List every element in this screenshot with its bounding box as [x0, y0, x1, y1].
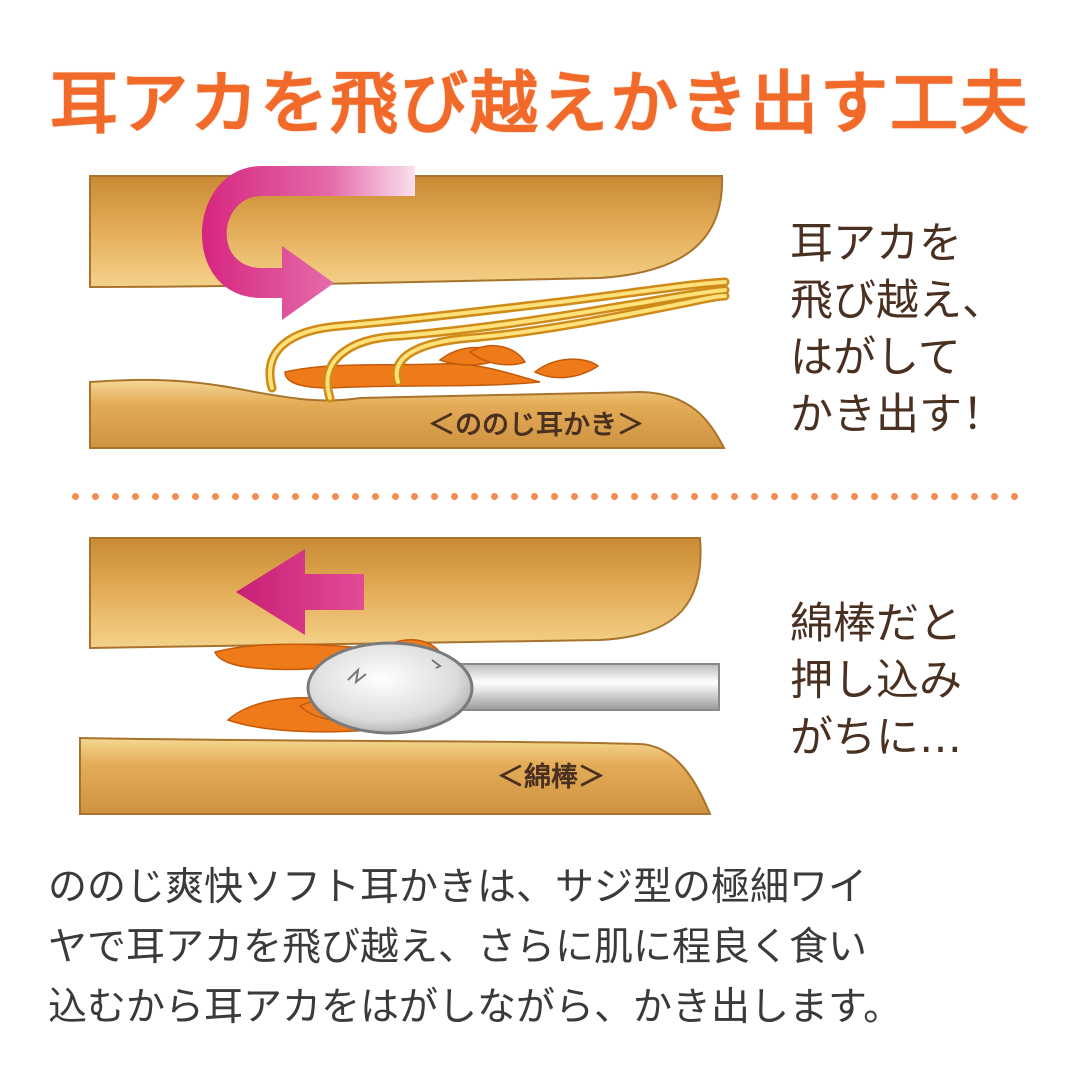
nonoji-tool-label: ＜ののじ耳かき＞ — [428, 410, 644, 441]
divider-dot — [890, 492, 898, 500]
divider-dot — [810, 492, 818, 500]
divider-dot — [531, 492, 539, 500]
divider-dot — [930, 492, 938, 500]
upper-canal-wall — [89, 537, 702, 650]
divider-dot — [870, 492, 878, 500]
divider-dot — [830, 492, 838, 500]
cotton-swab-caption: 綿棒だと 押し込み がちに… — [790, 596, 962, 767]
caption-line: はがして — [790, 333, 961, 383]
divider-dot — [591, 492, 599, 500]
divider-dot — [351, 492, 359, 500]
divider-dot — [970, 492, 978, 500]
divider-dot — [271, 492, 279, 500]
divider-dot — [231, 492, 239, 500]
divider-dot — [611, 492, 619, 500]
caption-line: かき出す！ — [790, 390, 1005, 440]
divider-dot — [391, 492, 399, 500]
divider-dot — [671, 492, 679, 500]
divider-dot — [111, 492, 119, 500]
nonoji-caption: 耳アカを 飛び越え、 はがして かき出す！ — [790, 216, 1005, 444]
divider-dot — [171, 492, 179, 500]
divider-dot — [551, 492, 559, 500]
bottom-panel — [79, 537, 720, 815]
caption-line: 綿棒だと — [790, 599, 962, 649]
cotton-swab-label: ＜綿棒＞ — [497, 762, 605, 793]
divider-dot — [131, 492, 139, 500]
swab-stick — [454, 663, 720, 711]
divider-dot — [850, 492, 858, 500]
description-line: ののじ爽快ソフト耳かきは、サジ型の極細ワイ — [48, 865, 868, 910]
dotted-divider — [72, 492, 1018, 500]
divider-dot — [691, 492, 699, 500]
divider-dot — [1010, 492, 1018, 500]
divider-dot — [211, 492, 219, 500]
description-line: ヤで耳アカを飛び越え、さらに肌に程良く食い — [48, 925, 868, 970]
divider-dot — [251, 492, 259, 500]
caption-line: 押し込み — [790, 656, 962, 706]
divider-dot — [151, 492, 159, 500]
page-title: 耳アカを飛び越えかき出す工夫 — [49, 65, 1030, 144]
divider-dot — [711, 492, 718, 500]
divider-dot — [451, 492, 459, 500]
earwax-flakes — [284, 344, 600, 389]
lower-canal-wall — [89, 378, 726, 449]
divider-dot — [471, 492, 479, 500]
divider-dot — [651, 492, 659, 500]
divider-dot — [72, 492, 79, 500]
caption-line: 耳アカを — [790, 219, 962, 269]
divider-dot — [291, 492, 299, 500]
push-arrow-left — [236, 549, 364, 635]
nonoji-wire-loops — [265, 277, 730, 403]
divider-dot — [371, 492, 379, 500]
divider-dot — [571, 492, 579, 500]
description-text: ののじ爽快ソフト耳かきは、サジ型の極細ワイ ヤで耳アカを飛び越え、さらに肌に程良… — [48, 858, 1038, 1038]
divider-dot — [910, 492, 918, 500]
divider-dot — [491, 492, 499, 500]
divider-dot — [311, 492, 319, 500]
divider-dot — [790, 492, 798, 500]
caption-line: がちに… — [790, 713, 962, 763]
divider-dot — [950, 492, 958, 500]
cotton-swab — [214, 638, 720, 735]
divider-dot — [431, 492, 439, 500]
description-line: 込むから耳アカをはがしながら、かき出します。 — [48, 985, 903, 1030]
divider-dot — [411, 492, 419, 500]
hook-arrow — [201, 166, 415, 320]
swab-cotton-tip — [306, 641, 474, 735]
lower-canal-wall — [79, 736, 712, 815]
caption-line: 飛び越え、 — [790, 276, 1005, 326]
top-panel — [89, 166, 730, 449]
divider-dot — [511, 492, 519, 500]
divider-dot — [730, 492, 738, 500]
divider-dot — [990, 492, 998, 500]
divider-dot — [91, 492, 99, 500]
divider-dot — [631, 492, 639, 500]
divider-dot — [770, 492, 778, 500]
divider-dot — [331, 492, 339, 500]
divider-dot — [191, 492, 199, 500]
divider-dot — [750, 492, 758, 500]
